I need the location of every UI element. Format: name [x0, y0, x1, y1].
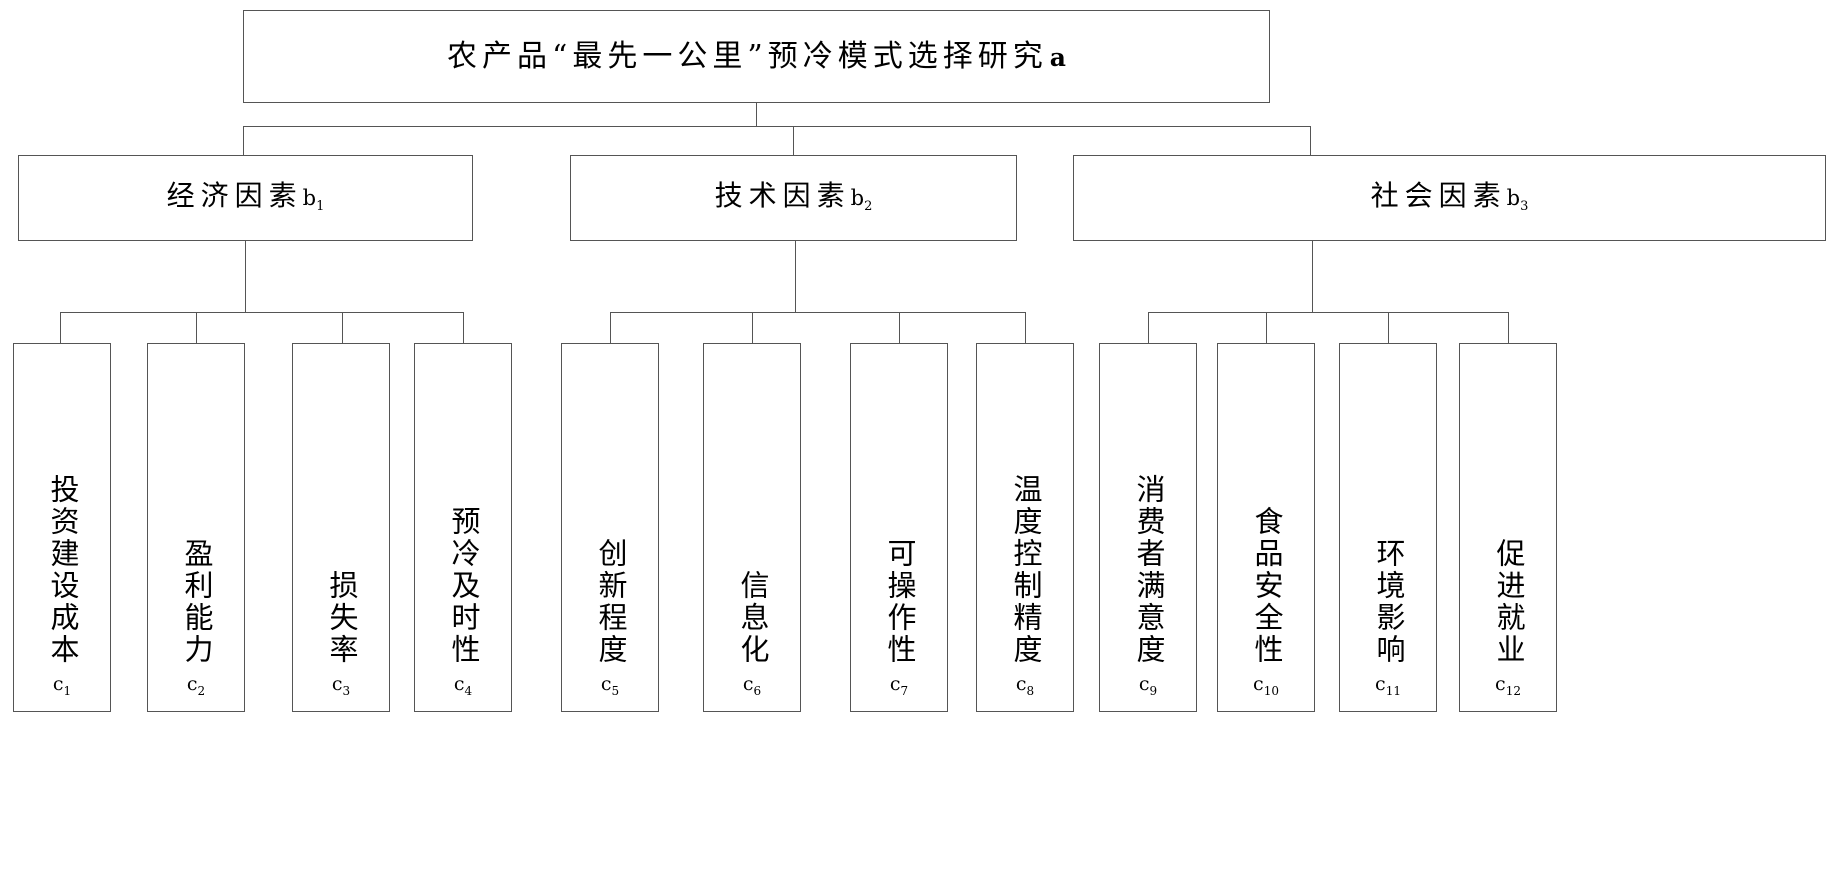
connector-to-leaf-c1 — [60, 312, 61, 343]
connector-to-criteria-2 — [793, 126, 794, 155]
indicator-node-c11-code: c11 — [1375, 673, 1401, 698]
criteria-node-2-label: 技术因素b2 — [714, 179, 873, 215]
indicator-node-c9: 消费者满意度 c9 — [1099, 343, 1197, 712]
indicator-node-c6-code: c6 — [742, 673, 762, 698]
criteria-node-1-code: b1 — [302, 186, 325, 215]
indicator-node-c8-label: 温度控制精度 — [1008, 474, 1043, 667]
indicator-node-c4-label: 预冷及时性 — [446, 506, 481, 667]
indicator-node-c8-code: c8 — [1015, 673, 1035, 698]
indicator-node-c3-label: 损失率 — [324, 570, 359, 667]
indicator-node-c6: 信息化 c6 — [703, 343, 801, 712]
indicator-node-c1-code: c1 — [52, 673, 72, 698]
connector-root-stem — [756, 103, 757, 126]
connector-to-leaf-c3 — [342, 312, 343, 343]
connector-to-leaf-c5 — [610, 312, 611, 343]
indicator-node-c5-label: 创新程度 — [593, 538, 628, 667]
connector-to-leaf-c9 — [1148, 312, 1149, 343]
indicator-node-c1-label: 投资建设成本 — [45, 474, 80, 667]
connector-to-leaf-c7 — [899, 312, 900, 343]
indicator-node-c7-label: 可操作性 — [882, 538, 917, 667]
indicator-node-c10-label: 食品安全性 — [1249, 506, 1284, 667]
criteria-node-3-code: b3 — [1506, 186, 1529, 215]
connector-criteria-1-stem — [245, 241, 246, 312]
root-node: 农产品“最先一公里”预冷模式选择研究a — [243, 10, 1270, 103]
indicator-node-c2-label: 盈利能力 — [179, 538, 214, 667]
indicator-node-c5-code: c5 — [600, 673, 620, 698]
criteria-node-2-code: b2 — [850, 186, 873, 215]
indicator-node-c9-code: c9 — [1138, 673, 1158, 698]
indicator-node-c8: 温度控制精度 c8 — [976, 343, 1074, 712]
connector-to-leaf-c10 — [1266, 312, 1267, 343]
connector-to-leaf-c6 — [752, 312, 753, 343]
root-node-label: 农产品“最先一公里”预冷模式选择研究a — [447, 38, 1066, 74]
indicator-node-c9-label: 消费者满意度 — [1131, 474, 1166, 667]
indicator-node-c10-code: c10 — [1253, 673, 1279, 698]
indicator-node-c1: 投资建设成本 c1 — [13, 343, 111, 712]
indicator-node-c3: 损失率 c3 — [292, 343, 390, 712]
connector-to-leaf-c11 — [1388, 312, 1389, 343]
criteria-node-3-label: 社会因素b3 — [1370, 179, 1529, 215]
connector-to-leaf-c4 — [463, 312, 464, 343]
indicator-node-c2: 盈利能力 c2 — [147, 343, 245, 712]
connector-to-criteria-1 — [243, 126, 244, 155]
indicator-node-c6-label: 信息化 — [735, 570, 770, 667]
indicator-node-c12-code: c12 — [1495, 673, 1521, 698]
connector-criteria-2-stem — [795, 241, 796, 312]
root-node-code: a — [1049, 42, 1066, 72]
criteria-node-3: 社会因素b3 — [1073, 155, 1826, 241]
indicator-node-c7-code: c7 — [889, 673, 909, 698]
criteria-node-1: 经济因素b1 — [18, 155, 473, 241]
indicator-node-c4-code: c4 — [453, 673, 473, 698]
indicator-node-c11-label: 环境影响 — [1371, 538, 1406, 667]
indicator-node-c7: 可操作性 c7 — [850, 343, 948, 712]
indicator-node-c11: 环境影响 c11 — [1339, 343, 1437, 712]
indicator-node-c10: 食品安全性 c10 — [1217, 343, 1315, 712]
connector-criteria-bus — [243, 126, 1310, 127]
indicator-node-c4: 预冷及时性 c4 — [414, 343, 512, 712]
indicator-node-c3-code: c3 — [331, 673, 351, 698]
connector-leafbus-3 — [1148, 312, 1508, 313]
indicator-node-c12-label: 促进就业 — [1491, 538, 1526, 667]
indicator-node-c5: 创新程度 c5 — [561, 343, 659, 712]
connector-leafbus-2 — [610, 312, 1025, 313]
connector-criteria-3-stem — [1312, 241, 1313, 312]
connector-to-leaf-c2 — [196, 312, 197, 343]
criteria-node-1-label: 经济因素b1 — [166, 179, 325, 215]
connector-to-leaf-c12 — [1508, 312, 1509, 343]
criteria-node-2: 技术因素b2 — [570, 155, 1017, 241]
indicator-node-c2-code: c2 — [186, 673, 206, 698]
connector-leafbus-1 — [60, 312, 463, 313]
connector-to-leaf-c8 — [1025, 312, 1026, 343]
indicator-node-c12: 促进就业 c12 — [1459, 343, 1557, 712]
connector-to-criteria-3 — [1310, 126, 1311, 155]
